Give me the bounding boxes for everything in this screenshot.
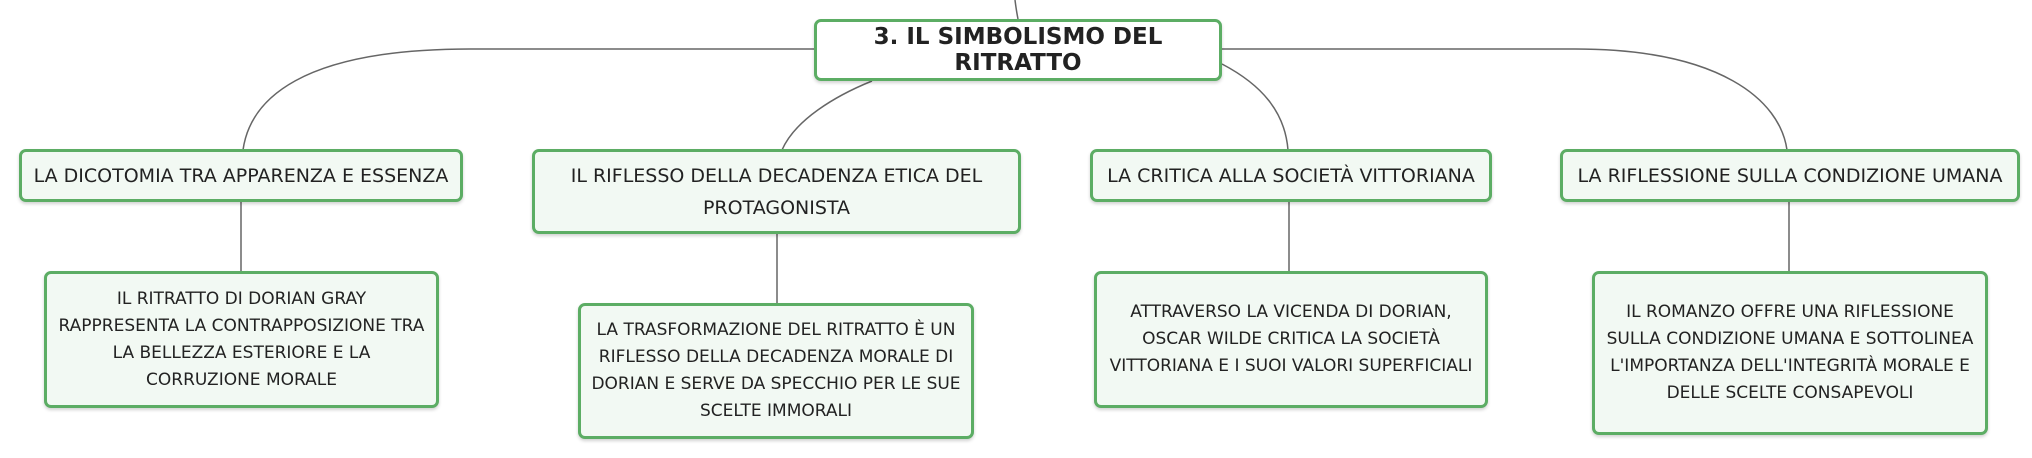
- detail-text-4: IL ROMANZO OFFRE UNA RIFLESSIONE SULLA C…: [1606, 302, 1974, 403]
- branch-node-4[interactable]: LA RIFLESSIONE SULLA CONDIZIONE UMANA: [1560, 149, 2020, 202]
- detail-node-2[interactable]: LA TRASFORMAZIONE DEL RITRATTO È UN RIFL…: [578, 303, 974, 439]
- branch-node-2[interactable]: IL RIFLESSO DELLA DECADENZA ETICA DEL PR…: [532, 149, 1021, 234]
- branch-label-3: LA CRITICA ALLA SOCIETÀ VITTORIANA: [1107, 164, 1475, 187]
- branch-label-2: IL RIFLESSO DELLA DECADENZA ETICA DEL PR…: [570, 164, 983, 219]
- detail-node-4[interactable]: IL ROMANZO OFFRE UNA RIFLESSIONE SULLA C…: [1592, 271, 1988, 435]
- branch-label-1: LA DICOTOMIA TRA APPARENZA E ESSENZA: [33, 164, 449, 187]
- branch-node-3[interactable]: LA CRITICA ALLA SOCIETÀ VITTORIANA: [1090, 149, 1492, 202]
- detail-node-1[interactable]: IL RITRATTO DI DORIAN GRAY RAPPRESENTA L…: [44, 271, 439, 408]
- connector-root-branch-2: [781, 80, 873, 151]
- detail-text-3: ATTRAVERSO LA VICENDA DI DORIAN, OSCAR W…: [1109, 302, 1473, 376]
- connector-root-branch-4: [1222, 48, 1788, 151]
- connector-parent-stub: [1014, 0, 1019, 20]
- connector-root-branch-1: [242, 48, 814, 151]
- branch-label-4: LA RIFLESSIONE SULLA CONDIZIONE UMANA: [1577, 164, 2003, 187]
- root-topic-node[interactable]: 3. IL SIMBOLISMO DEL RITRATTO: [814, 19, 1222, 81]
- connector-root-branch-3: [1221, 63, 1289, 151]
- detail-node-3[interactable]: ATTRAVERSO LA VICENDA DI DORIAN, OSCAR W…: [1094, 271, 1488, 408]
- branch-node-1[interactable]: LA DICOTOMIA TRA APPARENZA E ESSENZA: [19, 149, 463, 202]
- detail-text-2: LA TRASFORMAZIONE DEL RITRATTO È UN RIFL…: [591, 320, 961, 421]
- detail-text-1: IL RITRATTO DI DORIAN GRAY RAPPRESENTA L…: [58, 288, 425, 390]
- root-topic-label: 3. IL SIMBOLISMO DEL RITRATTO: [873, 24, 1163, 76]
